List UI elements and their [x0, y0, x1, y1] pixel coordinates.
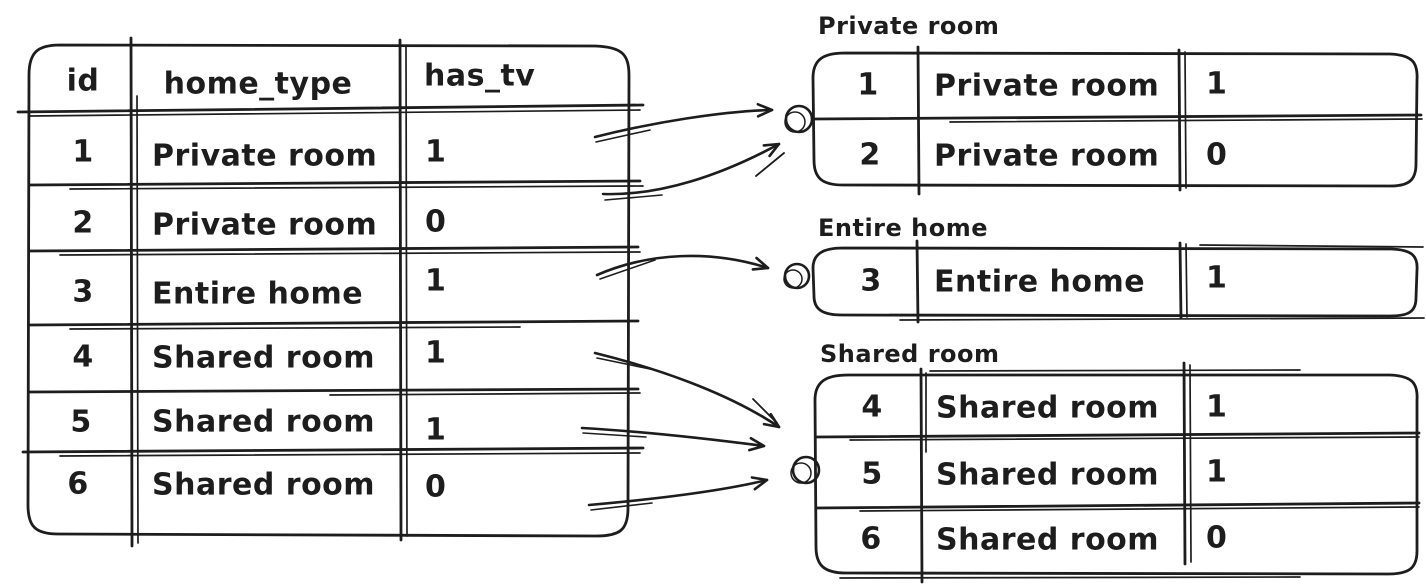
shared-cell-tv-5: 1	[1206, 454, 1228, 490]
main-cell-home-1: Private room	[152, 138, 378, 174]
shared-cell-id-6: 6	[860, 521, 882, 557]
main-header-home-type: home_type	[163, 66, 353, 102]
main-header-has-tv: has_tv	[424, 58, 536, 94]
main-cell-id-3: 3	[72, 274, 94, 310]
private-cell-tv-1: 1	[1206, 66, 1228, 102]
entire-cell-id-3: 3	[860, 263, 882, 299]
group-node-circles	[783, 104, 821, 485]
main-table-outline	[26, 43, 631, 538]
node-circle-private	[784, 104, 814, 134]
arrow-row4-to-shared	[593, 351, 781, 429]
main-cell-tv-1: 1	[425, 134, 447, 170]
shared-cell-home-5: Shared room	[936, 457, 1160, 493]
arrow-row6-to-shared	[587, 476, 769, 507]
shared-cell-id-5: 5	[861, 456, 883, 492]
main-cell-id-2: 2	[72, 205, 94, 241]
main-cell-id-6: 6	[67, 466, 89, 502]
private-cell-home-1: Private room	[934, 68, 1160, 104]
main-cell-id-1: 1	[72, 134, 94, 170]
main-cell-home-2: Private room	[152, 207, 378, 243]
main-cell-id-4: 4	[72, 339, 94, 375]
group-title-entire: Entire home	[818, 214, 989, 242]
group-arrows	[580, 102, 785, 511]
private-cell-id-1: 1	[857, 67, 879, 103]
shared-cell-tv-4: 1	[1206, 389, 1228, 425]
entire-table-strokes	[811, 239, 1425, 324]
main-cell-tv-4: 1	[425, 335, 447, 371]
group-title-private: Private room	[818, 12, 1000, 40]
private-cell-home-2: Private room	[934, 138, 1160, 174]
node-circle-entire	[783, 262, 811, 290]
shared-cell-id-4: 4	[861, 389, 883, 425]
main-cell-home-4: Shared room	[152, 340, 376, 376]
private-cell-id-2: 2	[859, 137, 881, 173]
shared-table-strokes	[813, 361, 1421, 584]
arrow-row3-to-entire	[595, 254, 770, 277]
main-cell-home-3: Entire home	[152, 276, 364, 312]
main-cell-tv-6: 0	[425, 469, 447, 505]
private-cell-tv-2: 0	[1206, 137, 1228, 173]
main-cell-home-6: Shared room	[152, 467, 376, 503]
main-cell-tv-5: 1	[425, 412, 447, 448]
main-cell-tv-3: 1	[425, 263, 447, 299]
shared-cell-tv-6: 0	[1206, 520, 1228, 556]
shared-cell-home-6: Shared room	[936, 522, 1160, 558]
main-header-id: id	[66, 63, 100, 99]
arrow-row1-to-private	[593, 102, 774, 139]
shared-cell-home-4: Shared room	[936, 390, 1160, 426]
main-cell-home-5: Shared room	[152, 404, 376, 440]
main-cell-tv-2: 0	[425, 204, 447, 240]
main-cell-id-5: 5	[70, 404, 92, 440]
entire-cell-home-3: Entire home	[934, 264, 1146, 300]
main-table-grid	[16, 36, 645, 548]
arrow-row5-to-shared	[580, 426, 766, 452]
group-title-shared: Shared room	[820, 340, 1000, 368]
arrow-row2-to-private	[601, 142, 781, 196]
entire-cell-tv-3: 1	[1206, 260, 1228, 296]
private-table-strokes	[811, 45, 1423, 196]
